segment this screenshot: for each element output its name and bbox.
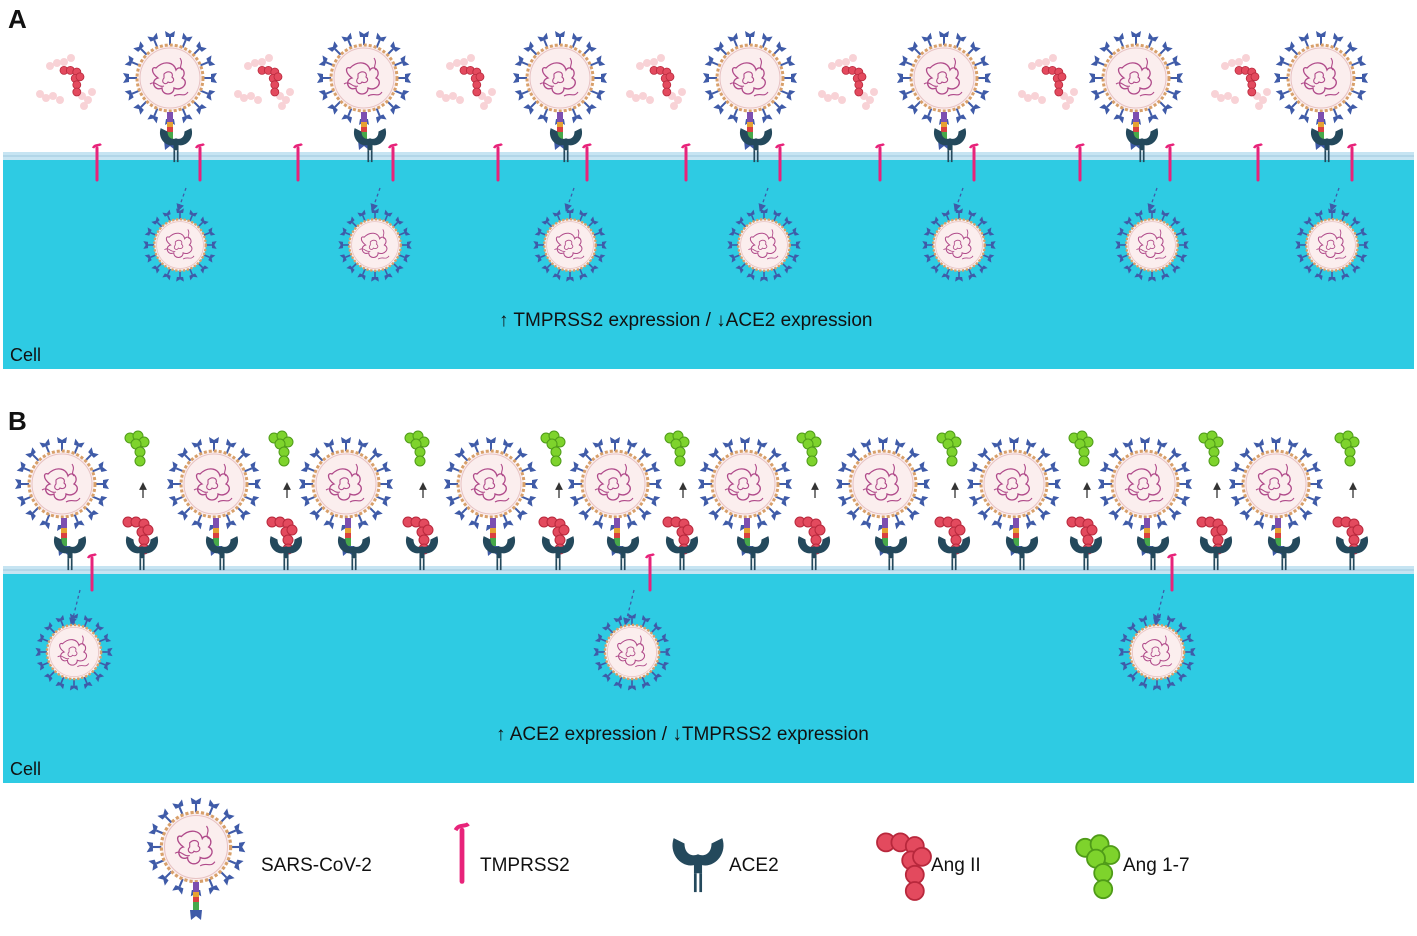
legend-label-sars-cov-2: SARS-CoV-2: [261, 855, 372, 876]
virus-panel-a: [703, 31, 797, 125]
virus-panel-b: [1098, 437, 1192, 531]
virus-panel-b: [15, 437, 109, 531]
ang-1-7-panel-b: [268, 430, 294, 467]
virus-panel-b: [167, 437, 261, 531]
virus-panel-a: [1274, 31, 1368, 125]
virus-panel-b: [967, 437, 1061, 531]
virus-panel-b: [1229, 437, 1323, 531]
panel-b-expression-text: ↑ ACE2 expression / ↓TMPRSS2 expression: [496, 724, 869, 745]
panel-a-expression-text: ↑ TMPRSS2 expression / ↓ACE2 expression: [499, 310, 873, 331]
ang-1-7-panel-b: [540, 430, 566, 467]
ang-1-7-panel-b: [124, 430, 150, 467]
legend-label-ang-ii: Ang II: [931, 855, 981, 876]
ang-1-7-panel-b: [796, 430, 822, 467]
panel-b-cell-label: Cell: [10, 759, 42, 779]
virus-panel-b: [836, 437, 930, 531]
ang-1-7-panel-b: [1068, 430, 1094, 467]
ang-ii-cluster-panel-a: [36, 54, 96, 110]
ang-ii-cluster-panel-a: [436, 54, 496, 110]
sars-cov-2-stalk-icon: [190, 882, 202, 920]
ang-ii-icon: [876, 832, 932, 901]
ang-1-7-panel-b: [1334, 430, 1360, 467]
virus-panel-b: [698, 437, 792, 531]
legend-label-tmprss2: TMPRSS2: [480, 855, 570, 876]
virus-panel-a: [123, 31, 217, 125]
legend-label-ace2: ACE2: [729, 855, 779, 876]
tmprss2-icon: [456, 824, 469, 882]
ang-ii-cluster-panel-a: [1018, 54, 1078, 110]
virus-panel-a: [897, 31, 991, 125]
panel-b-letter: B: [8, 406, 27, 436]
virus-panel-b: [568, 437, 662, 531]
virus-panel-a: [317, 31, 411, 125]
panel-a-cell-label: Cell: [10, 345, 42, 365]
ang-ii-cluster-panel-a: [818, 54, 878, 110]
legend-label-ang-1-7: Ang 1-7: [1123, 855, 1190, 876]
ang-ii-cluster-panel-a: [234, 54, 294, 110]
ang-ii-cluster-panel-a: [1211, 54, 1271, 110]
sars-cov-2-virus-icon: [147, 798, 246, 897]
ace2-receptor-icon: [671, 836, 725, 894]
ang-1-7-panel-b: [1198, 430, 1224, 467]
virus-panel-b: [444, 437, 538, 531]
virus-panel-a: [1089, 31, 1183, 125]
ang-1-7-panel-b: [404, 430, 430, 467]
panel-a-letter: A: [8, 4, 27, 34]
ang-1-7-icon: [1075, 834, 1121, 900]
panel-a-cell: [3, 158, 1414, 369]
ang-ii-cluster-panel-a: [626, 54, 686, 110]
virus-panel-a: [513, 31, 607, 125]
ang-1-7-panel-b: [936, 430, 962, 467]
virus-panel-b: [299, 437, 393, 531]
panel-b-cell: [3, 572, 1414, 783]
ang-1-7-panel-b: [664, 430, 690, 467]
